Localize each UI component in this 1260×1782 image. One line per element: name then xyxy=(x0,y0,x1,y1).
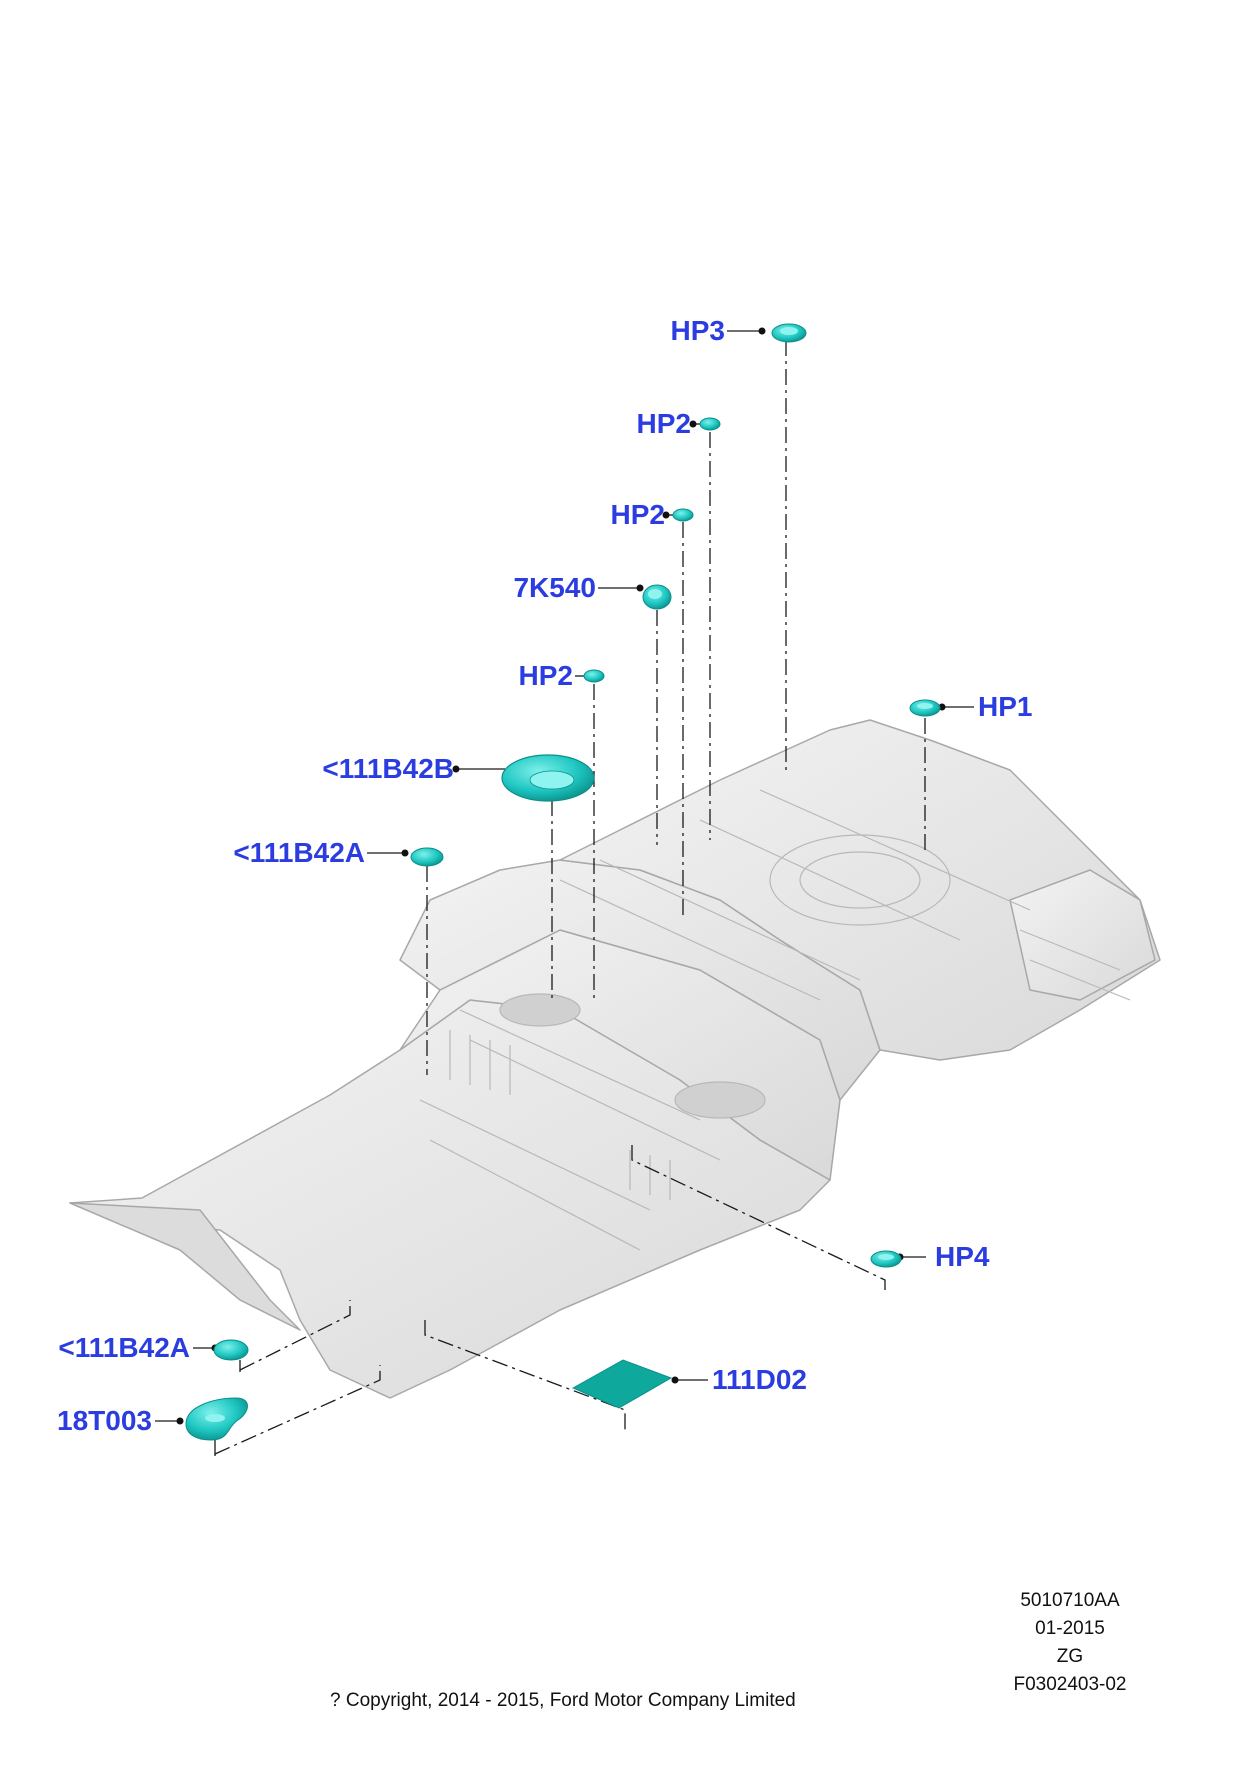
18t003-plug-icon xyxy=(185,1397,248,1441)
figure-code: 5010710AA xyxy=(1020,1590,1120,1611)
floor-pan-details xyxy=(419,789,1131,1251)
copyright-notice: ? Copyright, 2014 - 2015, Ford Motor Com… xyxy=(330,1690,796,1711)
111b42a-bottom-plug-icon xyxy=(213,1339,249,1361)
callout-111b42a-top: <111B42A xyxy=(233,837,365,868)
111d02-pad-icon xyxy=(571,1359,673,1409)
callout-111b42a-bottom: <111B42A xyxy=(58,1332,190,1363)
callout-hp4: HP4 xyxy=(935,1241,990,1272)
hp2-b-plug-icon xyxy=(672,508,694,522)
figure-initials: ZG xyxy=(1056,1646,1084,1667)
callout-111d02: 111D02 xyxy=(712,1364,807,1395)
callout-hp2-b: HP2 xyxy=(610,499,665,530)
figure-date: 01-2015 xyxy=(1035,1618,1105,1639)
callout-hp2-a: HP2 xyxy=(636,408,691,439)
hp3-plug-icon xyxy=(771,323,807,343)
callout-7k540: 7K540 xyxy=(513,572,596,603)
callout-hp1: HP1 xyxy=(978,691,1033,722)
callout-hp3: HP3 xyxy=(670,315,725,346)
installation-lines xyxy=(214,340,926,1455)
hp1-plug-icon xyxy=(909,699,941,717)
figure-number: F0302403-02 xyxy=(1013,1674,1127,1695)
callout-hp2-c: HP2 xyxy=(518,660,573,691)
7k540-plug-icon xyxy=(642,584,672,610)
callout-18t003: 18T003 xyxy=(57,1405,152,1436)
hp2-c-plug-icon xyxy=(583,669,605,683)
111b42a-top-plug-icon xyxy=(410,847,444,867)
hp2-a-plug-icon xyxy=(699,417,721,431)
installation-line-ends xyxy=(214,1360,241,1456)
111b42b-plug-icon xyxy=(501,754,595,802)
hp4-plug-icon xyxy=(870,1250,902,1268)
floor-pan-body xyxy=(69,719,1161,1399)
callout-111b42b: <111B42B xyxy=(322,753,454,784)
